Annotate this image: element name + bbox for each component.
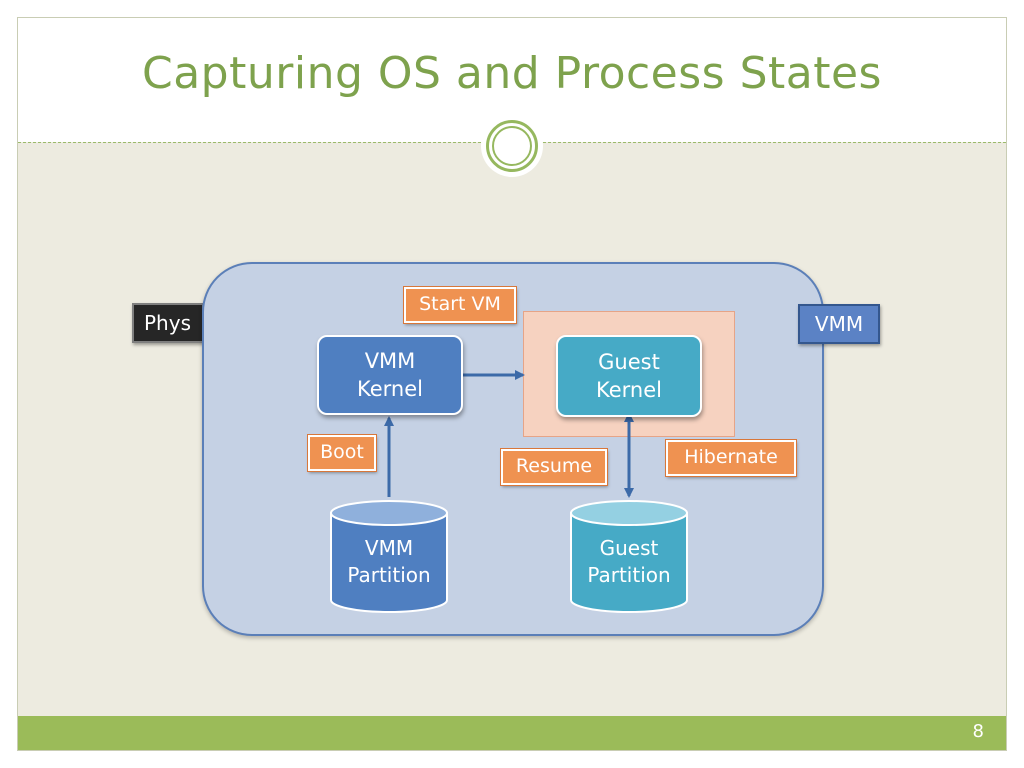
guest-kernel-line1: Guest bbox=[598, 350, 660, 374]
vmm-partition-label: VMM Partition bbox=[331, 535, 447, 589]
guest-partition-label: Guest Partition bbox=[571, 535, 687, 589]
page-number: 8 bbox=[972, 721, 984, 742]
resume-label: Resume bbox=[500, 448, 608, 486]
guest-kernel-line2: Kernel bbox=[596, 378, 662, 402]
vmm-tag: VMM bbox=[798, 304, 880, 344]
start-vm-label: Start VM bbox=[403, 286, 517, 324]
guest-kernel-box: Guest Kernel bbox=[556, 335, 702, 417]
vmm-kernel-line1: VMM bbox=[364, 349, 416, 373]
hibernate-label: Hibernate bbox=[665, 439, 797, 477]
vmm-kernel-line2: Kernel bbox=[357, 377, 423, 401]
guest-partition-line1: Guest bbox=[599, 536, 659, 560]
guest-partition-line2: Partition bbox=[587, 563, 671, 587]
slide-title: Capturing OS and Process States bbox=[142, 48, 882, 99]
vmm-partition-line1: VMM bbox=[364, 536, 414, 560]
vmm-partition-line2: Partition bbox=[347, 563, 431, 587]
medallion-inner-ring-icon bbox=[492, 126, 532, 166]
physical-machine-tag: Phys bbox=[132, 303, 204, 343]
footer-bar bbox=[18, 716, 1006, 750]
vmm-kernel-box: VMM Kernel bbox=[317, 335, 463, 415]
boot-label: Boot bbox=[307, 434, 377, 472]
